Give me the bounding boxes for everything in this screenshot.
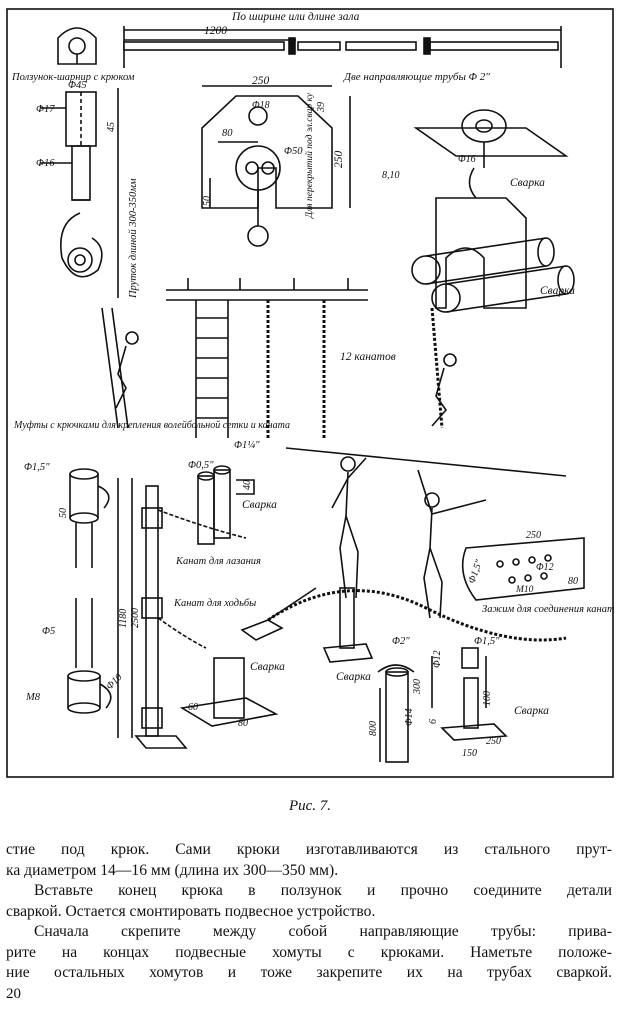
dim-phi15-c: Φ1,5": [474, 636, 500, 647]
text-line-6: рите на концах подвесные хомуты с крюкам…: [6, 943, 612, 961]
label-welding-2: Сварка: [540, 285, 575, 297]
label-welding-6: Сварка: [514, 705, 549, 717]
coupling-tubes-drawing: [67, 468, 133, 738]
dim-8-10: 8,10: [382, 170, 400, 181]
figure-frame: [6, 8, 614, 778]
base-plate-drawing-2: [240, 587, 374, 663]
dim-phi50: Φ50: [284, 146, 303, 157]
dim-250c: 250: [526, 530, 541, 541]
label-walk-rope: Канат для ходьбы: [173, 598, 256, 609]
dim-phi15-a: Φ1,5": [24, 462, 50, 473]
label-welding-5: Сварка: [336, 671, 371, 683]
label-for-ceilings: Для перекрытий под эл.свар ку: [304, 92, 315, 219]
dim-6: 6: [428, 719, 439, 724]
text-line-7: ние остальных хомутов и тоже закрепите и…: [6, 964, 612, 981]
dim-250d: 250: [486, 736, 501, 747]
dim-phi14: Φ14: [404, 708, 415, 726]
label-rod-length: Пруток длиной 300-350мм: [128, 178, 139, 299]
ladder-ropes-drawing: [166, 278, 368, 438]
dim-phi05: Φ0,5": [188, 460, 214, 471]
guide-pipe-drawing: [123, 26, 562, 68]
text-line-4: сваркой. Остается смонтировать подвесное…: [6, 902, 376, 920]
mounting-plate-drawing: [201, 85, 351, 247]
main-post-drawing: [134, 485, 247, 749]
label-welding-1: Сварка: [510, 177, 545, 189]
dim-45: 45: [106, 122, 117, 132]
paragraph-2: Вставьте конец крюка в ползунок и прочно…: [6, 881, 612, 922]
dim-phi114: Φ1¼": [234, 440, 260, 451]
base-plate-drawing-1: [179, 657, 279, 727]
dim-1200: 1200: [204, 25, 227, 37]
dim-100: 100: [482, 691, 493, 706]
dim-phi12-b: Φ12: [432, 650, 443, 668]
dim-50: 50: [202, 196, 213, 206]
dim-150: 150: [462, 748, 477, 759]
slider-hinge-drawing: [57, 27, 97, 65]
label-clamp: Зажим для соединения канатов: [482, 604, 614, 615]
rope-clamp-drawing: [461, 537, 585, 601]
walking-figure-1: [331, 456, 367, 599]
dim-phi16-left: Φ16: [36, 158, 55, 169]
label-width-or-length: По ширине или длине зала: [231, 11, 360, 23]
dim-60: 60: [188, 702, 198, 713]
dim-phi17: Φ17: [36, 104, 55, 115]
dim-300: 300: [412, 679, 423, 695]
walking-figure-2: [417, 469, 487, 619]
text-line-3: Вставьте конец крюка в ползунок и прочно…: [34, 882, 612, 899]
dim-250-side: 250: [333, 151, 345, 169]
dim-m8: M8: [25, 692, 41, 703]
dim-phi12-a: Φ12: [536, 562, 554, 573]
dim-phi16-right: Φ16: [458, 154, 476, 165]
text-line-2: ка диаметром 14—16 мм (длина их 300—350 …: [6, 861, 339, 879]
dim-1180: 1180: [118, 609, 129, 628]
label-twelve-ropes: 12 канатов: [340, 351, 396, 363]
technical-drawing-figure: По ширине или длине зала 1200 Ползунок-ш…: [6, 8, 614, 778]
label-two-pipes: Две направляющие трубы Φ 2": [343, 71, 490, 83]
hook-rod-drawing: [40, 88, 119, 298]
welded-pipes-drawing: [197, 465, 255, 545]
body-text: стие под крюк. Сами крюки изготавливаютс…: [6, 840, 612, 984]
walking-rope-drawing: [267, 447, 567, 642]
dim-800: 800: [368, 721, 379, 736]
post-socket-drawing: [377, 647, 508, 763]
dim-phi5: Φ5: [42, 626, 55, 637]
pulley-assembly-drawing: [411, 109, 575, 313]
figure-caption: Рис. 7.: [288, 798, 332, 814]
dim-39: 39: [316, 102, 327, 113]
climbing-figure-left: [101, 307, 139, 429]
label-welding-4: Сварка: [250, 661, 285, 673]
page-number: 20: [6, 986, 21, 1002]
paragraph-3: Сначала скрепите между собой направляющи…: [6, 922, 612, 984]
climbing-figure-right: [430, 307, 457, 429]
dim-phi15-b: Φ1,5": [466, 558, 485, 585]
text-line-5: Сначала скрепите между собой направляющи…: [34, 923, 612, 940]
text-line-1: стие под крюк. Сами крюки изготавливаютс…: [6, 841, 612, 858]
paragraph-1: стие под крюк. Сами крюки изготавливаютс…: [6, 840, 612, 881]
label-welding-3: Сварка: [242, 499, 277, 511]
dim-80c: 80: [568, 576, 578, 587]
dim-phi2: Φ2": [392, 636, 410, 647]
label-climb-rope: Канат для лазания: [175, 556, 261, 567]
dim-m10: M10: [515, 585, 534, 595]
label-couplings: Муфты с крючками для крепления волейболь…: [13, 420, 290, 431]
dim-50b: 50: [58, 508, 69, 518]
dim-phi45: Φ45: [68, 80, 87, 91]
dim-2500: 2500: [130, 608, 141, 628]
dim-phi18: Φ18: [252, 100, 270, 111]
dim-80: 80: [222, 128, 233, 139]
dim-250-top: 250: [252, 75, 270, 87]
label-slider-hinge: Ползунок-шарнир с крюком: [11, 72, 135, 83]
dim-40: 40: [242, 480, 253, 490]
dim-80d: 80: [238, 718, 248, 729]
